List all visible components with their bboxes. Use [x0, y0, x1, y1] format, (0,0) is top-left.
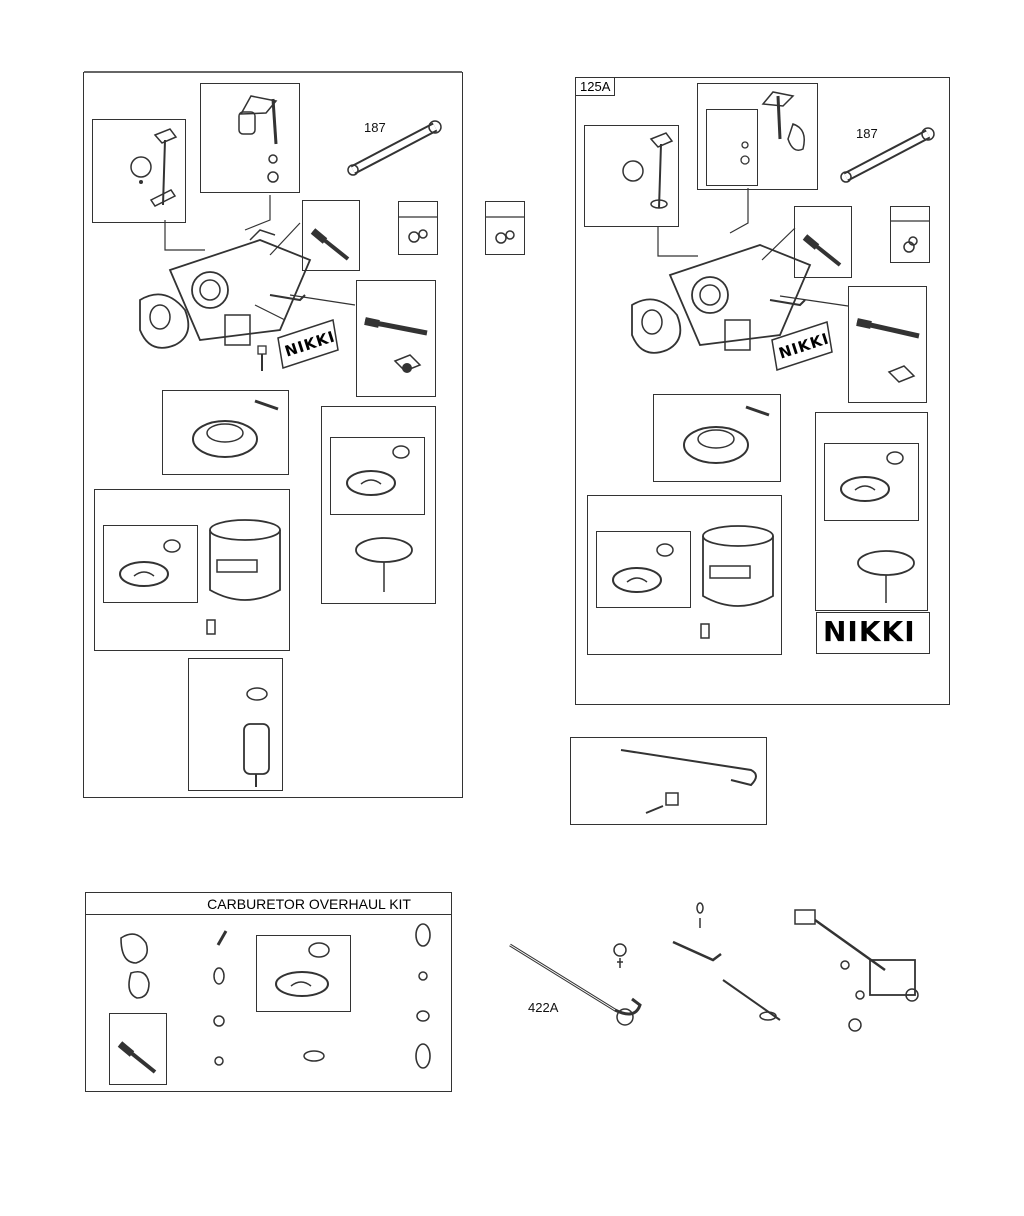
kit-needle-box	[109, 1013, 167, 1085]
callout-187-left: 187	[364, 120, 386, 135]
diaphragm-gasket-box-right	[824, 443, 919, 521]
nikki-logo-right-large: NIKKI	[823, 615, 916, 648]
overhaul-kit-parts	[120, 923, 431, 1069]
fuel-pipe-icon	[840, 127, 935, 183]
solenoid-box	[188, 658, 283, 791]
choke-lever-icon	[672, 902, 781, 1021]
leader-lines-right	[657, 188, 849, 307]
idle-screw-box-right	[794, 206, 852, 278]
left-panel-drawing	[84, 71, 462, 73]
overhaul-kit-title: CARBURETOR OVERHAUL KIT	[86, 893, 451, 915]
throttle-shaft-icon	[761, 91, 805, 151]
ref-label-125a: 125A	[575, 77, 616, 96]
leader-lines-left	[164, 195, 356, 321]
small-part-box-right	[890, 206, 930, 263]
needle-valve-icon	[117, 1041, 157, 1074]
gasket-icon	[346, 445, 410, 496]
diaphragm-box-right	[815, 412, 928, 611]
choke-lever-box	[570, 737, 767, 825]
float-bowl-box	[94, 489, 290, 651]
screw-icon	[486, 216, 524, 244]
float-icon	[683, 405, 770, 464]
plate-icon	[355, 537, 413, 592]
nikki-tag-right-small	[771, 321, 833, 371]
needle-valve-box	[356, 280, 436, 397]
throttle-shaft-icon	[238, 95, 279, 183]
idle-screw-box	[302, 200, 360, 271]
bowl-gasket-box-right	[596, 531, 691, 608]
callout-422a: 422A	[528, 1000, 559, 1015]
float-bowl-icon	[700, 525, 774, 639]
gasket-icon	[840, 451, 904, 502]
throttle-inner-box	[706, 109, 758, 186]
choke-shaft-icon	[130, 128, 178, 207]
overhaul-kit-panel: CARBURETOR OVERHAUL KIT	[85, 892, 452, 1092]
gasket-icon	[139, 293, 190, 349]
choke-shaft-box	[92, 119, 186, 223]
fuel-pipe-icon	[347, 120, 442, 176]
float-bowl-box-right	[587, 495, 782, 655]
screw-icon	[257, 345, 267, 371]
carburetor-icon	[668, 244, 812, 351]
float-icon	[192, 399, 279, 458]
gasket-icon	[612, 543, 674, 593]
needle-valve-icon	[856, 318, 920, 383]
small-part-box-2	[485, 201, 525, 255]
float-box	[162, 390, 289, 475]
diaphragm-gasket-box	[330, 437, 425, 515]
choke-lever-icon	[620, 749, 757, 814]
needle-valve-icon	[364, 317, 428, 373]
throttle-shaft-box	[200, 83, 300, 193]
nikki-large-box: NIKKI	[816, 612, 930, 654]
float-bowl-icon	[206, 519, 281, 635]
gasket-icon	[631, 298, 682, 354]
plate-icon	[857, 550, 915, 603]
small-part-box-1	[398, 201, 438, 255]
choke-shaft-icon	[622, 132, 674, 209]
screw-icon	[740, 141, 750, 165]
solenoid-icon	[243, 687, 270, 787]
governor-solenoid-icon	[794, 909, 919, 1032]
kit-gasket-box	[256, 935, 351, 1012]
throttle-shaft-box-right	[697, 83, 818, 190]
screw-icon	[613, 943, 627, 968]
callout-187-right: 187	[856, 126, 878, 141]
governor-link-icon	[509, 943, 642, 1026]
spring-icon	[802, 234, 842, 267]
nikki-tag-left	[277, 319, 339, 369]
float-box-right	[653, 394, 781, 482]
spring-icon	[310, 228, 350, 261]
bowl-gasket-box	[103, 525, 198, 603]
screw-icon	[891, 220, 929, 253]
gasket-icon	[119, 539, 181, 587]
diaphragm-box	[321, 406, 436, 604]
gasket-icon	[275, 942, 330, 997]
choke-shaft-box-right	[584, 125, 679, 227]
needle-valve-box-right	[848, 286, 927, 403]
screw-icon	[399, 216, 437, 243]
